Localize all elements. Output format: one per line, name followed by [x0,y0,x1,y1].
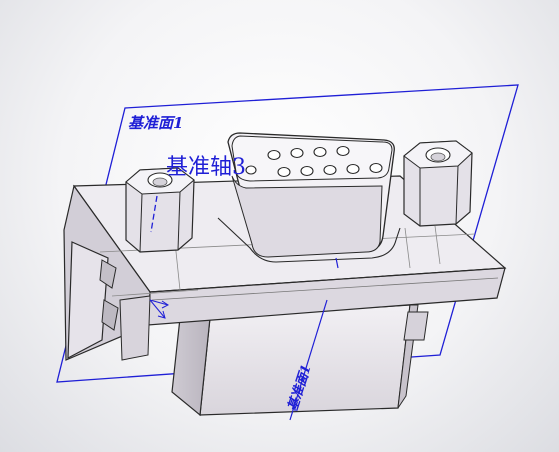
pin-hole [313,146,327,158]
pin-hole [290,147,304,159]
axis-3-label[interactable]: 基准轴3 [166,155,246,180]
reference-plane-vertical[interactable] [289,257,339,421]
pin-hole [300,165,314,177]
pin-hole [245,165,257,175]
plane-1-label[interactable]: 基准面1 [128,114,183,132]
reference-axis-3[interactable] [150,195,158,233]
pin-hole [369,162,383,174]
pin-hole [346,163,360,175]
dimension-arrows [149,299,169,319]
hex-standoff-left[interactable] [125,167,195,253]
pin-hole [267,149,281,161]
pin-hole [277,166,291,178]
connector-lower-body[interactable] [171,304,429,417]
pin-hole [336,145,350,157]
hex-standoff-right[interactable] [403,140,473,227]
pin-holes [245,145,383,178]
pin-hole [323,164,337,176]
dsub-shell[interactable] [217,132,401,263]
